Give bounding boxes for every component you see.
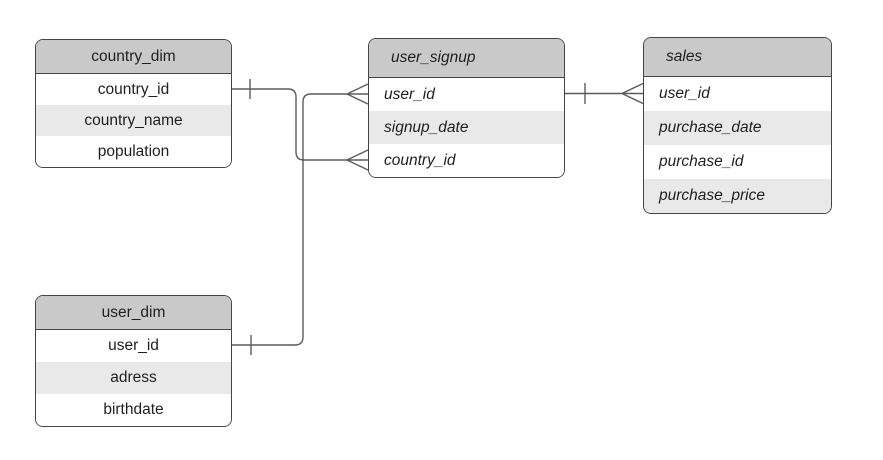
field-label: purchase_date [659,119,762,136]
crows-foot-many-marker [621,82,644,105]
connector-line [232,88,368,161]
field-list: user_id signup_date country_id [369,78,564,177]
entity-header[interactable]: user_dim [36,296,231,330]
field-row[interactable]: purchase_price [644,179,831,213]
field-label: birthdate [103,401,164,418]
relationship-user-dim-to-user-signup[interactable] [232,83,369,355]
entity-title: country_dim [91,47,176,65]
entity-title: sales [666,48,703,65]
field-row[interactable]: purchase_date [644,111,831,145]
field-label: user_id [108,337,159,354]
entity-header[interactable]: user_signup [369,39,564,78]
relationship-user-signup-to-sales[interactable] [565,82,644,105]
field-row[interactable]: country_id [369,144,564,177]
entity-title: user_dim [101,303,166,321]
entity-table-user-signup[interactable]: user_signup user_id signup_date country_… [368,38,565,178]
entity-table-country-dim[interactable]: country_dim country_id country_name popu… [35,39,232,168]
field-label: country_name [84,111,183,129]
field-label: population [97,142,170,160]
field-row[interactable]: purchase_id [644,145,831,179]
field-label: user_id [659,85,710,102]
field-list: country_id country_name population [36,74,231,167]
field-label: country_id [97,80,170,98]
entity-table-sales[interactable]: sales user_id purchase_date purchase_id … [643,37,832,214]
field-row[interactable]: country_name [36,105,231,136]
field-label: purchase_price [659,187,765,204]
field-label: country_id [384,151,456,169]
entity-header[interactable]: sales [644,38,831,77]
field-row[interactable]: birthdate [36,394,231,426]
field-row[interactable]: population [36,136,231,167]
field-row[interactable]: adress [36,362,231,394]
field-label: adress [110,369,157,386]
field-label: purchase_id [659,153,744,170]
entity-header[interactable]: country_dim [36,40,231,74]
field-row[interactable]: country_id [36,74,231,105]
field-label: signup_date [384,118,469,136]
field-label: user_id [384,85,435,103]
field-row[interactable]: signup_date [369,111,564,144]
field-list: user_id adress birthdate [36,330,231,426]
crows-foot-many-marker [346,149,369,171]
crows-foot-many-marker [346,83,369,105]
entity-title: user_signup [391,49,476,66]
field-row[interactable]: user_id [36,330,231,362]
relationship-country-dim-to-user-signup[interactable] [232,79,369,171]
field-row[interactable]: user_id [644,77,831,111]
field-row[interactable]: user_id [369,78,564,111]
connector-line [232,93,368,346]
entity-table-user-dim[interactable]: user_dim user_id adress birthdate [35,295,232,427]
field-list: user_id purchase_date purchase_id purcha… [644,77,831,213]
